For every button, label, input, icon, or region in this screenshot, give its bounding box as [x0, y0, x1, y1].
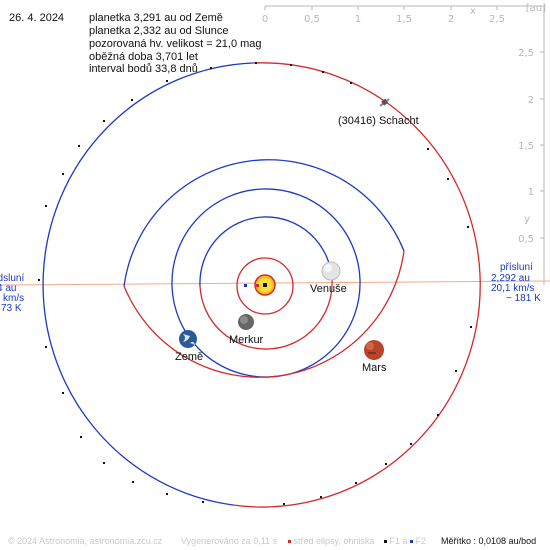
- copyright-text: © 2024 Astronomia, astronomia.zcu.cz: [8, 536, 163, 546]
- legend-center-label: střed elipsy, ohniska: [293, 536, 375, 546]
- venus-icon: [321, 261, 341, 281]
- legend-f2-label: F2: [415, 536, 427, 546]
- mercury-icon: [238, 314, 254, 330]
- y-tick-label: 1,5: [518, 141, 534, 152]
- focus-f2-marker: [244, 284, 247, 287]
- blue-square-icon: [410, 540, 414, 544]
- x-axis-letter: x: [470, 6, 476, 17]
- info-line: planetka 3,291 au od Země: [89, 12, 223, 24]
- x-tick-label: 0,5: [304, 14, 320, 25]
- axes: 0 0,5 1 1,5 2 2,5 x [au] 2,5 2 1,5 1 0,5…: [262, 3, 546, 285]
- mercury-orbit: [236, 257, 294, 287]
- x-tick-label: 0: [262, 14, 268, 25]
- aphelion-title: odsluní: [0, 273, 24, 284]
- ellipse-center-marker: [256, 284, 259, 287]
- asteroid-orbit: [42, 62, 254, 506]
- info-line: pozorovaná hv. velikost = 21,0 mag: [89, 38, 262, 50]
- x-ticks: [264, 6, 498, 10]
- info-line: planetka 2,332 au od Slunce: [89, 25, 229, 37]
- earth-orbit: [171, 188, 361, 287]
- y-axis-letter: y: [524, 214, 530, 225]
- generated-time: Vygenerováno za 0,11 s: [181, 536, 278, 546]
- black-square-icon: [384, 540, 387, 544]
- orbit-point-marks: [38, 62, 472, 505]
- x-tick-label: 1: [355, 14, 361, 25]
- info-line: interval bodů 33,8 dnů: [89, 63, 198, 75]
- perihelion-speed: 20,1 km/s: [491, 283, 534, 294]
- aphelion-temperature: 73 K: [1, 303, 22, 314]
- legend-foci-item: F1 a F2: [384, 536, 426, 546]
- legend-center-item: střed elipsy, ohniska: [288, 536, 374, 546]
- perihelion-temperature: ~ 181 K: [506, 293, 541, 304]
- venus-orbit: [199, 216, 333, 287]
- x-tick-label: 1,5: [396, 14, 412, 25]
- mercury-label: Merkur: [229, 334, 264, 346]
- orbits: [42, 62, 481, 508]
- mars-icon: [364, 340, 384, 360]
- info-line: oběžná doba 3,701 let: [89, 51, 198, 63]
- date-label: 26. 4. 2024: [9, 12, 65, 24]
- asteroid-icon: [379, 98, 390, 107]
- scale-label: Měřítko :: [441, 536, 477, 546]
- x-tick-label: 2: [448, 14, 454, 25]
- scale-value: 0,0108 au/bod: [478, 536, 537, 546]
- mars-orbit: [123, 159, 405, 287]
- asteroid-orbit: [232, 274, 481, 508]
- venus-orbit: [199, 279, 333, 350]
- asteroid-label: (30416) Schacht: [338, 115, 419, 127]
- y-tick-label: 2,5: [518, 48, 534, 59]
- earth-icon: [179, 330, 197, 348]
- perihelion-distance: 2,292 au: [491, 273, 530, 284]
- legend-f1-label: F1: [389, 536, 401, 546]
- mars-orbit: [123, 250, 405, 378]
- asteroid-orbit: [252, 62, 481, 276]
- sun-icon: [254, 274, 276, 296]
- perihelion-info: přísluní 2,292 au 20,1 km/s ~ 181 K: [491, 262, 541, 304]
- y-tick-label: 2: [528, 95, 534, 106]
- mercury-orbit: [236, 285, 294, 315]
- earth-label: Země: [175, 351, 203, 363]
- axis-unit-label: [au]: [526, 3, 546, 14]
- y-tick-label: 0,5: [518, 234, 534, 245]
- aphelion-speed: km/s: [3, 293, 24, 304]
- aphelion-info: odsluní 4 au km/s 73 K: [0, 273, 24, 314]
- venus-label: Venuše: [310, 283, 347, 295]
- scale-info: Měřítko : 0,0108 au/bod: [441, 536, 536, 546]
- aphelion-distance: 4 au: [0, 283, 16, 294]
- perihelion-title: přísluní: [500, 262, 533, 273]
- legend-a-label: a: [402, 536, 408, 546]
- x-tick-label: 2,5: [489, 14, 505, 25]
- mars-label: Mars: [362, 362, 387, 374]
- red-square-icon: [288, 540, 291, 544]
- y-ticks: [540, 51, 544, 239]
- y-tick-label: 1: [528, 187, 534, 198]
